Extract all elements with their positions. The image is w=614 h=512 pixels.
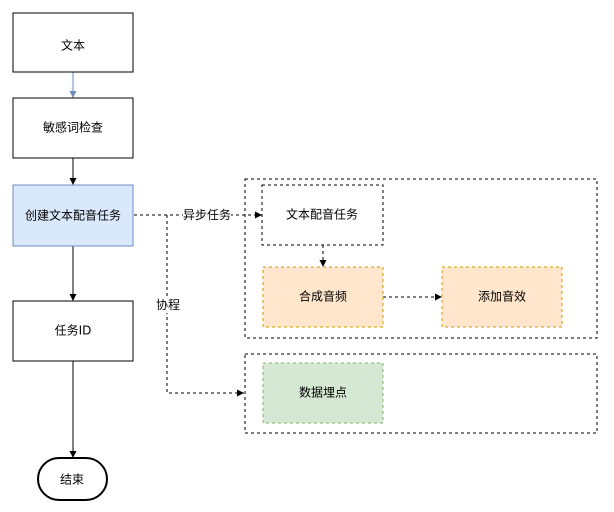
- edge-label-coroutine: 协程: [156, 297, 180, 312]
- node-add-effects: 添加音效: [478, 289, 526, 304]
- node-sensitive-check: 敏感词检查: [43, 120, 103, 135]
- edge-coroutine: [166, 215, 244, 397]
- node-end: 结束: [60, 473, 84, 487]
- coroutine-label-bg: [155, 297, 181, 313]
- node-sensitive-check-box: [12, 97, 134, 159]
- node-data-tracking: 数据埋点: [299, 385, 347, 400]
- node-text-box: [12, 12, 134, 73]
- coroutine-container: [244, 353, 598, 434]
- node-add-effects-box: [441, 266, 563, 328]
- edge-label-async-task: 异步任务: [183, 207, 231, 222]
- node-create-task: 创建文本配音任务: [25, 208, 121, 223]
- node-synth-audio: 合成音频: [299, 289, 347, 304]
- async-task-container: [244, 178, 598, 339]
- node-synth-audio-box: [262, 266, 384, 328]
- node-end-box: [37, 457, 108, 501]
- async-label-bg: [183, 207, 231, 223]
- node-task-id: 任务ID: [55, 323, 92, 338]
- node-task-id-box: [12, 300, 134, 362]
- node-dub-task-box: [261, 184, 384, 246]
- node-dub-task: 文本配音任务: [286, 207, 358, 222]
- node-data-tracking-box: [262, 362, 384, 424]
- node-text: 文本: [61, 38, 85, 53]
- node-create-task-box: [12, 184, 134, 247]
